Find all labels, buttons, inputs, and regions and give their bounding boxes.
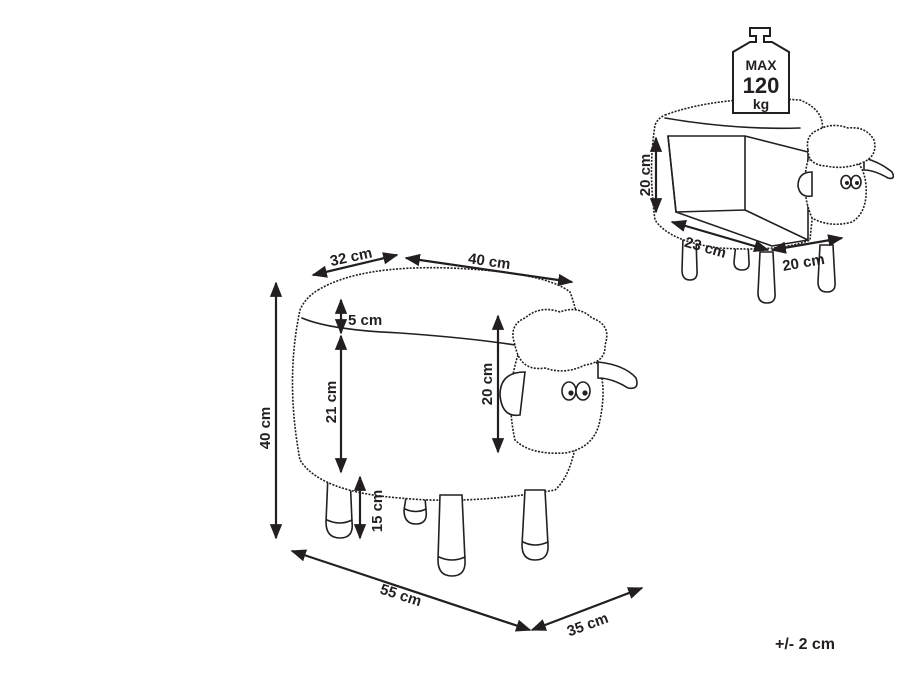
- dim-top-depth: [311, 252, 399, 278]
- dim-base-length: [290, 549, 532, 632]
- front-left-leg: [437, 494, 466, 577]
- label-leg-height: 15 cm: [369, 490, 386, 533]
- label-inner-height: 20 cm: [637, 154, 654, 197]
- label-head-height: 20 cm: [479, 363, 496, 406]
- tolerance-note: +/- 2 cm: [775, 636, 836, 653]
- right-ear: [597, 361, 638, 390]
- storage-dimension-lines: [649, 136, 844, 254]
- label-base-length: 55 cm: [378, 581, 424, 610]
- max-load-weight-icon: [732, 27, 790, 114]
- head-wool-tuft: [512, 308, 608, 372]
- storage-body: [650, 98, 824, 250]
- label-top-length: 40 cm: [467, 250, 511, 273]
- back-left-leg: [325, 474, 354, 539]
- dim-top-length: [404, 253, 574, 287]
- label-max-value: 120: [743, 73, 780, 98]
- label-lid-height: 5 cm: [348, 312, 382, 329]
- label-total-height: 40 cm: [257, 407, 274, 450]
- label-body-height: 21 cm: [323, 381, 340, 424]
- front-right-leg: [521, 489, 549, 561]
- right-eye: [575, 381, 591, 401]
- label-max: MAX: [745, 57, 777, 73]
- main-dimension-lines: [269, 252, 644, 632]
- dim-base-depth: [530, 586, 644, 632]
- sheep-head: [499, 308, 638, 455]
- lid-seam: [301, 317, 516, 346]
- sheep-stool-main-view: [291, 266, 638, 577]
- left-eye: [561, 381, 577, 401]
- label-max-unit: kg: [753, 96, 769, 112]
